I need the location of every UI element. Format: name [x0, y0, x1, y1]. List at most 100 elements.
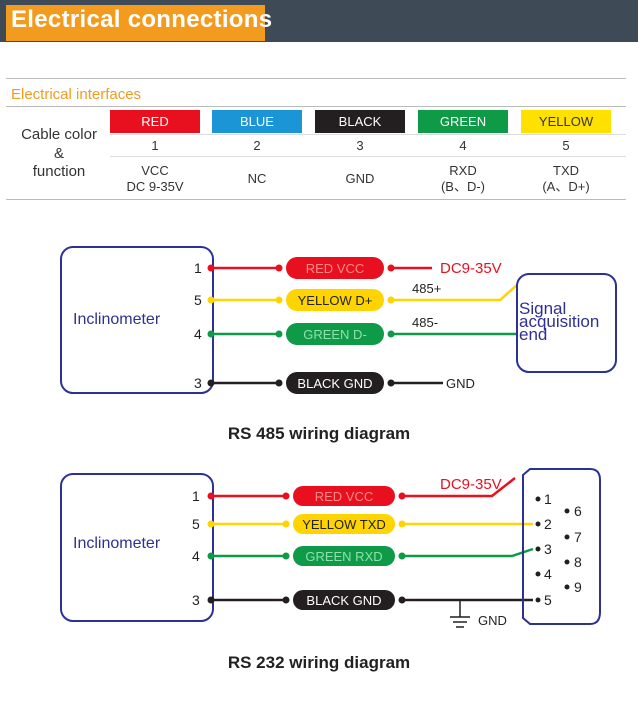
wire-label-pill [286, 372, 384, 394]
device-label: Inclinometer [73, 535, 161, 552]
wire-label: YELLOW D+ [298, 293, 373, 308]
wire-label: RED VCC [306, 261, 365, 276]
pin-label: 4 [192, 548, 200, 564]
db9-pin-label: 4 [544, 566, 552, 582]
pin-dot [275, 330, 283, 338]
section-title: Electrical interfaces [11, 86, 142, 103]
pin-dot [207, 492, 215, 500]
pin-label: 3 [192, 592, 200, 608]
rs485-caption: RS 485 wiring diagram [227, 424, 411, 443]
wire-label-pill [293, 546, 395, 566]
db9-pin-dot [535, 521, 541, 527]
color-chip: GREEN [418, 110, 508, 133]
db9-pin-label: 1 [544, 491, 552, 507]
endpoint-label: end [519, 325, 547, 344]
wire-label: BLACK GND [297, 376, 372, 391]
pin-dot [282, 596, 290, 604]
inclinometer-box [60, 246, 214, 394]
db9-pin-label: 8 [574, 554, 582, 570]
signal-label: 485+ [412, 281, 441, 296]
wire-label-pill [293, 486, 395, 506]
row-header-line: function [32, 163, 86, 180]
device-label: Inclinometer [73, 311, 161, 328]
endpoint-label: Signal [519, 299, 566, 318]
pin-dot [282, 520, 290, 528]
pin-function-line: NC [247, 171, 267, 186]
pin-function-line: VCC [141, 163, 169, 178]
signal-label: 485- [412, 315, 438, 330]
pin-function: RXD(B、D-) [418, 163, 508, 195]
db9-pin-dot [535, 546, 541, 552]
pin-function-line: (B、D-) [440, 179, 486, 194]
wire-label-pill [286, 289, 384, 311]
wire-label: GREEN D- [303, 327, 367, 342]
row-header-line: & [53, 144, 64, 162]
db9-pin-label: 3 [544, 541, 552, 557]
row-header-line: Cable color [21, 126, 97, 143]
db9-pin-label: 6 [574, 503, 582, 519]
pin-function: NC [212, 171, 302, 187]
color-chip: BLACK [315, 110, 405, 133]
signal-acquisition-box [516, 273, 617, 373]
pin-function-line: GND [345, 171, 375, 186]
pin-label: 1 [194, 260, 202, 276]
wire-5: 5 YELLOW TXD [192, 514, 533, 534]
pin-dot [207, 264, 215, 272]
wire-label: YELLOW TXD [302, 517, 386, 532]
pin-dot [275, 296, 283, 304]
wire-label-pill [293, 514, 395, 534]
db9-pin-dot [564, 534, 570, 540]
wire-segment [391, 284, 518, 302]
pin-function-line: RXD [449, 163, 477, 178]
pin-label: 5 [192, 516, 200, 532]
wire-segment [402, 547, 534, 558]
page-title: Electrical connections [11, 6, 273, 33]
pin-dot [207, 296, 215, 304]
divider [6, 106, 626, 107]
row-header: Cable color & function [10, 126, 108, 182]
db9-pin-dot [564, 584, 570, 590]
endpoint-label: acquisition [519, 312, 599, 331]
db9-connector [522, 468, 601, 625]
pin-dot [275, 264, 283, 272]
wire-label-pill [286, 323, 384, 345]
db9-pin-dot [564, 559, 570, 565]
pin-number: 1 [151, 138, 159, 153]
header-tab [6, 5, 265, 41]
wire-label-pill [293, 590, 395, 610]
wire-3: 3 BLACK GND [192, 590, 533, 610]
pin-dot [282, 492, 290, 500]
pin-label: 1 [192, 488, 200, 504]
pin-dot [207, 520, 215, 528]
divider [6, 199, 626, 200]
pin-label: 3 [194, 375, 202, 391]
db9-pin-label: 7 [574, 529, 582, 545]
wire-segment [402, 477, 516, 498]
gnd-label: GND [446, 376, 475, 391]
pin-function-line: DC 9-35V [126, 179, 184, 194]
wire-label: BLACK GND [306, 593, 381, 608]
db9-pin-label: 5 [544, 592, 552, 608]
power-label: DC9-35V [440, 260, 502, 277]
pin-dot [207, 330, 215, 338]
pin-function-line: (A、D+) [542, 179, 590, 194]
pin-number: 4 [459, 138, 467, 153]
pin-number: 2 [253, 138, 261, 153]
db9-pin-dot [535, 597, 541, 603]
pin-number: 5 [562, 138, 570, 153]
pin-dot [207, 552, 215, 560]
db9-pin-label: 2 [544, 516, 552, 532]
pin-dot [282, 552, 290, 560]
wire-3: 3 BLACK GND GND [194, 372, 475, 394]
pin-dot [207, 596, 215, 604]
color-chip: BLUE [212, 110, 302, 133]
db9-pin-dot [535, 571, 541, 577]
